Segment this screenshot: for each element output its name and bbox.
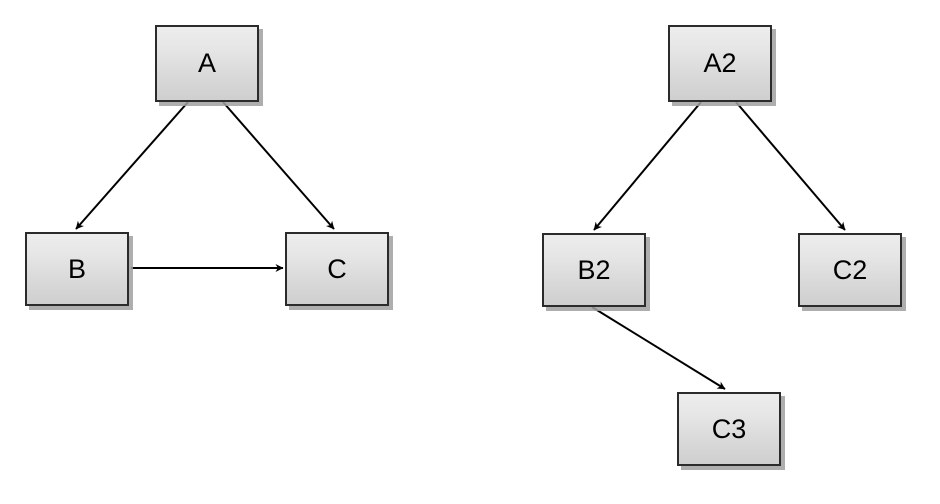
node-label: C2 — [832, 254, 868, 285]
node-c2[interactable]: C2 — [798, 233, 902, 307]
node-label: A — [197, 48, 216, 78]
node-label: A2 — [703, 48, 737, 78]
edge-b2-to-c3 — [591, 306, 726, 390]
node-c3[interactable]: C3 — [677, 392, 781, 466]
node-b[interactable]: B — [25, 232, 129, 306]
node-label: C3 — [711, 413, 747, 444]
node-label: C — [327, 253, 347, 284]
edge-a-to-c — [222, 101, 335, 230]
node-b2[interactable]: B2 — [542, 233, 646, 307]
edge-a2-to-b2 — [593, 101, 702, 231]
edges-group — [75, 101, 846, 390]
edge-a-to-b — [75, 101, 189, 230]
edge-a2-to-c2 — [735, 101, 846, 231]
node-a2[interactable]: A2 — [668, 25, 772, 102]
node-a[interactable]: A — [155, 25, 259, 102]
node-c[interactable]: C — [285, 232, 389, 306]
node-label: B2 — [577, 254, 611, 285]
node-label: B — [67, 253, 86, 284]
